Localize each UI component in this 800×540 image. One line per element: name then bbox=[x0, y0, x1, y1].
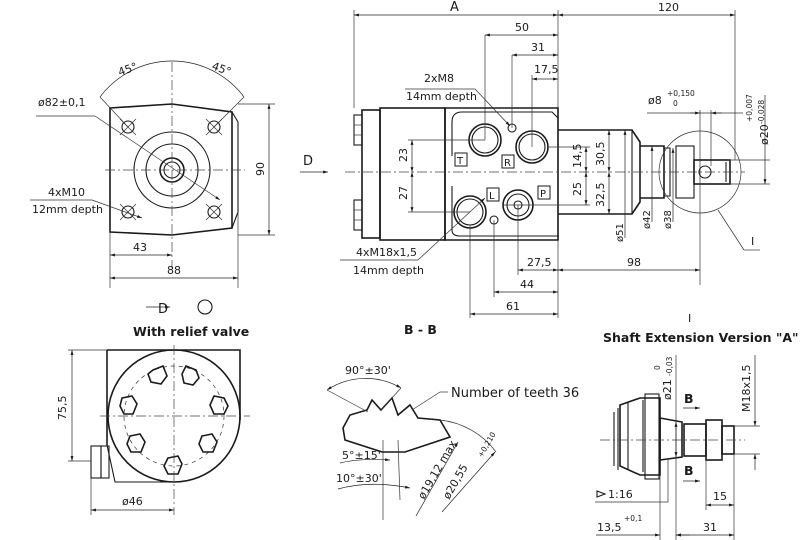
shaft-tol-lower: -0,028 bbox=[757, 100, 766, 124]
section-title: B - B bbox=[404, 322, 437, 337]
dim-44: 44 bbox=[520, 278, 534, 291]
shaft-dia: ø20 bbox=[758, 124, 771, 145]
dia-21-label: ø21 bbox=[661, 379, 674, 400]
bolt-head bbox=[119, 395, 138, 415]
holes-depth: 12mm depth bbox=[32, 203, 103, 216]
dim-32-5: 32,5 bbox=[594, 183, 607, 208]
dim-61: 61 bbox=[506, 300, 520, 313]
gerotor-housing bbox=[379, 107, 446, 241]
dim-13-5-tol: +0,1 bbox=[624, 514, 642, 523]
teeth-label: Number of teeth 36 bbox=[451, 386, 579, 401]
dim-27-5: 27,5 bbox=[527, 256, 552, 269]
relief-title: With relief valve bbox=[133, 324, 249, 339]
detail-ref: I bbox=[751, 235, 754, 248]
bolt-head bbox=[181, 364, 200, 386]
relief-view: D With relief valve 75,5 ø46 bbox=[56, 299, 250, 515]
port-depth: 14mm depth bbox=[353, 264, 424, 277]
angle-left-label: 45° bbox=[116, 60, 139, 79]
section-bb: B - B 90°±30' Number of teeth 36 5°±15' … bbox=[326, 322, 579, 520]
dim-13-5: 13,5 bbox=[597, 521, 622, 534]
flange-edge bbox=[231, 111, 239, 229]
port-R-label: R bbox=[504, 158, 511, 169]
section-mark-top: B bbox=[684, 391, 694, 406]
bolt-head bbox=[147, 364, 168, 385]
mount-hole bbox=[205, 203, 223, 221]
rotation-icon bbox=[197, 299, 213, 315]
angle-5-label: 5°±15' bbox=[342, 449, 381, 462]
dim-31: 31 bbox=[531, 41, 545, 54]
end-cap bbox=[361, 109, 381, 239]
dim-25: 25 bbox=[571, 182, 584, 196]
m8-depth: 14mm depth bbox=[406, 90, 477, 103]
detail-title: Shaft Extension Version "A" bbox=[603, 330, 799, 345]
dim-15: 15 bbox=[713, 490, 727, 503]
pin-tol-lower: 0 bbox=[673, 99, 678, 108]
bolt-head bbox=[198, 433, 218, 453]
port-T-label: T bbox=[456, 156, 464, 167]
flange-outline bbox=[109, 103, 233, 236]
holes-callout: 4xM10 bbox=[48, 186, 85, 199]
thread-label: M18x1,5 bbox=[740, 365, 753, 413]
dim-31: 31 bbox=[703, 521, 717, 534]
pin-dia: ø8 bbox=[648, 94, 662, 107]
bolt-head bbox=[163, 455, 183, 475]
side-view: D T R L P I bbox=[300, 0, 771, 318]
height-dim: 90 bbox=[254, 162, 267, 176]
dia-51: ø51 bbox=[615, 223, 626, 242]
shaft-tol-upper: +0,007 bbox=[745, 94, 754, 122]
port-P-label: P bbox=[540, 189, 546, 200]
valve-block bbox=[444, 107, 559, 241]
taper-label: 1:16 bbox=[608, 488, 633, 501]
dia-21-tol-lower: -0,03 bbox=[665, 356, 674, 376]
bolt-head bbox=[126, 433, 146, 453]
dim-50: 50 bbox=[515, 21, 529, 34]
angle-right-label: 45° bbox=[210, 60, 233, 79]
section-mark-bottom: B bbox=[684, 463, 694, 478]
angle-10-label: 10°±30' bbox=[336, 472, 382, 485]
front-view: 45° 45° ø82±0,1 4xM10 12mm depth 90 43 8… bbox=[30, 60, 275, 288]
pin-tol-upper: +0,150 bbox=[667, 89, 695, 98]
width-dim: ø46 bbox=[122, 495, 143, 508]
detail-i: I Shaft Extension Version "A" ø21 0 -0,0… bbox=[595, 312, 799, 540]
dim-120: 120 bbox=[658, 1, 679, 14]
tapered-shaft bbox=[659, 417, 683, 461]
dim-30-5: 30,5 bbox=[594, 142, 607, 167]
taper-icon bbox=[596, 490, 607, 498]
mount-hole bbox=[119, 203, 137, 221]
dia-20-tol: +0,210 bbox=[476, 430, 498, 459]
angle-arc bbox=[99, 60, 245, 98]
angle-90-label: 90°±30' bbox=[345, 364, 391, 377]
dim-27: 27 bbox=[397, 186, 410, 200]
half-width-dim: 43 bbox=[133, 241, 147, 254]
dia-38: ø38 bbox=[663, 210, 674, 229]
detail-ref: I bbox=[688, 312, 691, 325]
dia-42: ø42 bbox=[642, 210, 653, 229]
bolt-circle-label: ø82±0,1 bbox=[38, 96, 85, 109]
spline-teeth-section bbox=[342, 396, 452, 453]
m8-callout: 2xM8 bbox=[424, 72, 454, 85]
port-callout: 4xM18x1,5 bbox=[356, 246, 417, 259]
dim-23: 23 bbox=[397, 148, 410, 162]
port-L-label: L bbox=[489, 191, 495, 202]
dim-98: 98 bbox=[627, 256, 641, 269]
relief-valve-plug bbox=[90, 445, 102, 479]
view-d-label: D bbox=[303, 154, 313, 169]
view-d-label: D bbox=[158, 302, 168, 317]
dia-21-tol-upper: 0 bbox=[653, 365, 662, 370]
bolt-head bbox=[209, 395, 229, 415]
height-dim: 75,5 bbox=[56, 396, 69, 421]
dim-17-5: 17,5 bbox=[534, 63, 559, 76]
dim-14-5: 14,5 bbox=[571, 144, 584, 169]
seal-housing bbox=[619, 397, 661, 476]
dim-A: A bbox=[450, 0, 459, 15]
width-dim: 88 bbox=[167, 264, 181, 277]
